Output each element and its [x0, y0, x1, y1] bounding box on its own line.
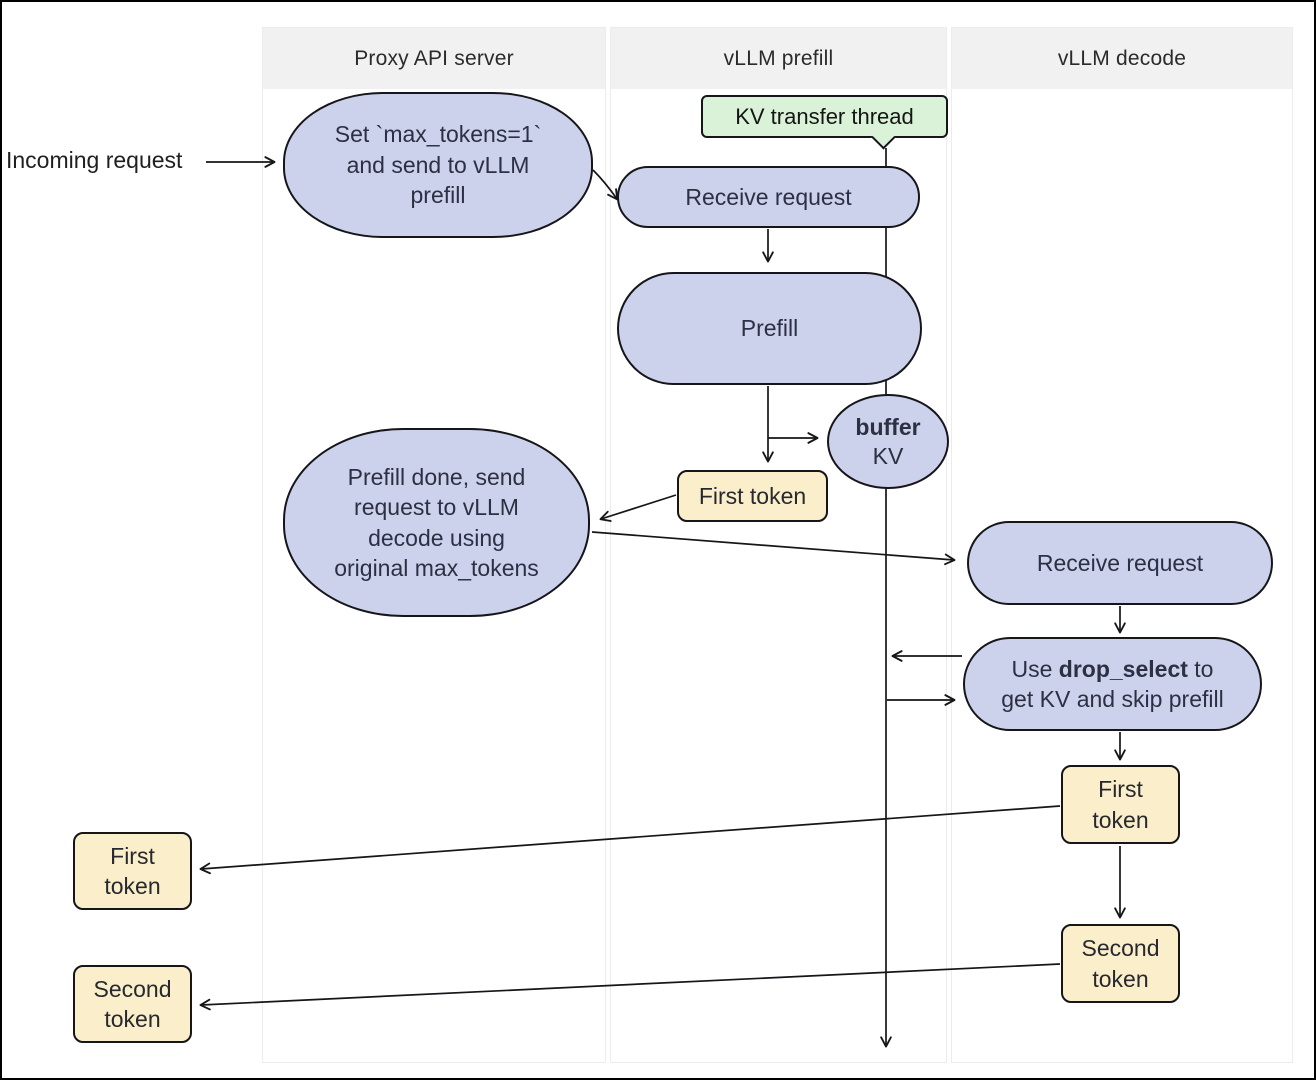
prefill-done-line1: Prefill done, send [347, 463, 526, 490]
drop-select-bold: drop_select [1058, 655, 1188, 682]
lane-header-prefill: vLLM prefill [611, 28, 946, 89]
second-token-decode-line1: Second [1081, 935, 1160, 962]
first-token-output-box: First token [73, 832, 192, 910]
lane-label-decode: vLLM decode [1057, 46, 1187, 70]
set-max-tokens-line2: and send to vLLM [346, 151, 530, 178]
prefill-done-line4: original max_tokens [334, 554, 539, 581]
drop-select-pre: Use [1011, 655, 1059, 682]
buffer-kv-line1: buffer [855, 413, 921, 440]
drop-select-post: to [1187, 655, 1214, 682]
set-max-tokens-node: Set `max_tokens=1` and send to vLLM pref… [283, 92, 593, 238]
second-token-output-box: Second token [73, 965, 192, 1043]
set-max-tokens-line1: Set `max_tokens=1` [334, 121, 542, 148]
buffer-kv-line2: KV [872, 442, 904, 469]
lane-header-proxy: Proxy API server [263, 28, 605, 89]
use-drop-select-node: Use drop_select to get KV and skip prefi… [963, 637, 1262, 731]
prefill-label: Prefill [740, 315, 799, 342]
lane-label-prefill: vLLM prefill [723, 46, 834, 70]
lane-header-decode: vLLM decode [952, 28, 1292, 89]
receive-request-decode-node: Receive request [967, 521, 1273, 605]
arrow-first-token-to-prefill-done [599, 494, 677, 522]
first-token-prefill-label: First token [698, 482, 807, 509]
incoming-request-label: Incoming request [6, 147, 183, 173]
lane-label-proxy: Proxy API server [354, 46, 514, 70]
first-token-decode-line2: token [1092, 806, 1149, 833]
second-token-decode-box: Second token [1061, 924, 1180, 1003]
receive-request-prefill-node: Receive request [617, 166, 920, 228]
first-token-prefill-box: First token [677, 470, 828, 522]
drop-select-line2: get KV and skip prefill [1001, 686, 1224, 712]
first-token-decode-box: First token [1061, 765, 1180, 844]
drop-select-line1: Use drop_select to [1012, 654, 1214, 684]
kv-transfer-thread-callout: KV transfer thread [701, 95, 948, 150]
first-token-decode-line1: First [1098, 776, 1143, 803]
second-token-decode-line2: token [1092, 965, 1149, 992]
kv-transfer-thread-label: KV transfer thread [735, 103, 914, 129]
first-token-out-line1: First [110, 842, 155, 869]
arrow-prefill-done-to-receive-decode [591, 531, 956, 566]
arrow-second-token-decode-to-out [199, 963, 1061, 1011]
set-max-tokens-line3: prefill [410, 182, 466, 209]
second-token-out-line1: Second [93, 975, 172, 1002]
receive-request-decode-label: Receive request [1036, 549, 1204, 576]
prefill-done-node: Prefill done, send request to vLLM decod… [283, 428, 590, 617]
prefill-node: Prefill [617, 272, 922, 385]
receive-request-prefill-label: Receive request [685, 183, 852, 210]
first-token-out-line2: token [104, 873, 161, 899]
buffer-kv-node: buffer KV [827, 394, 949, 489]
arrow-first-token-decode-to-out [199, 805, 1061, 875]
prefill-done-line2: request to vLLM [354, 494, 519, 521]
prefill-done-line3: decode using [368, 524, 505, 551]
second-token-out-line2: token [104, 1006, 161, 1032]
arrow-proxy-to-receive-prefill [592, 169, 619, 201]
